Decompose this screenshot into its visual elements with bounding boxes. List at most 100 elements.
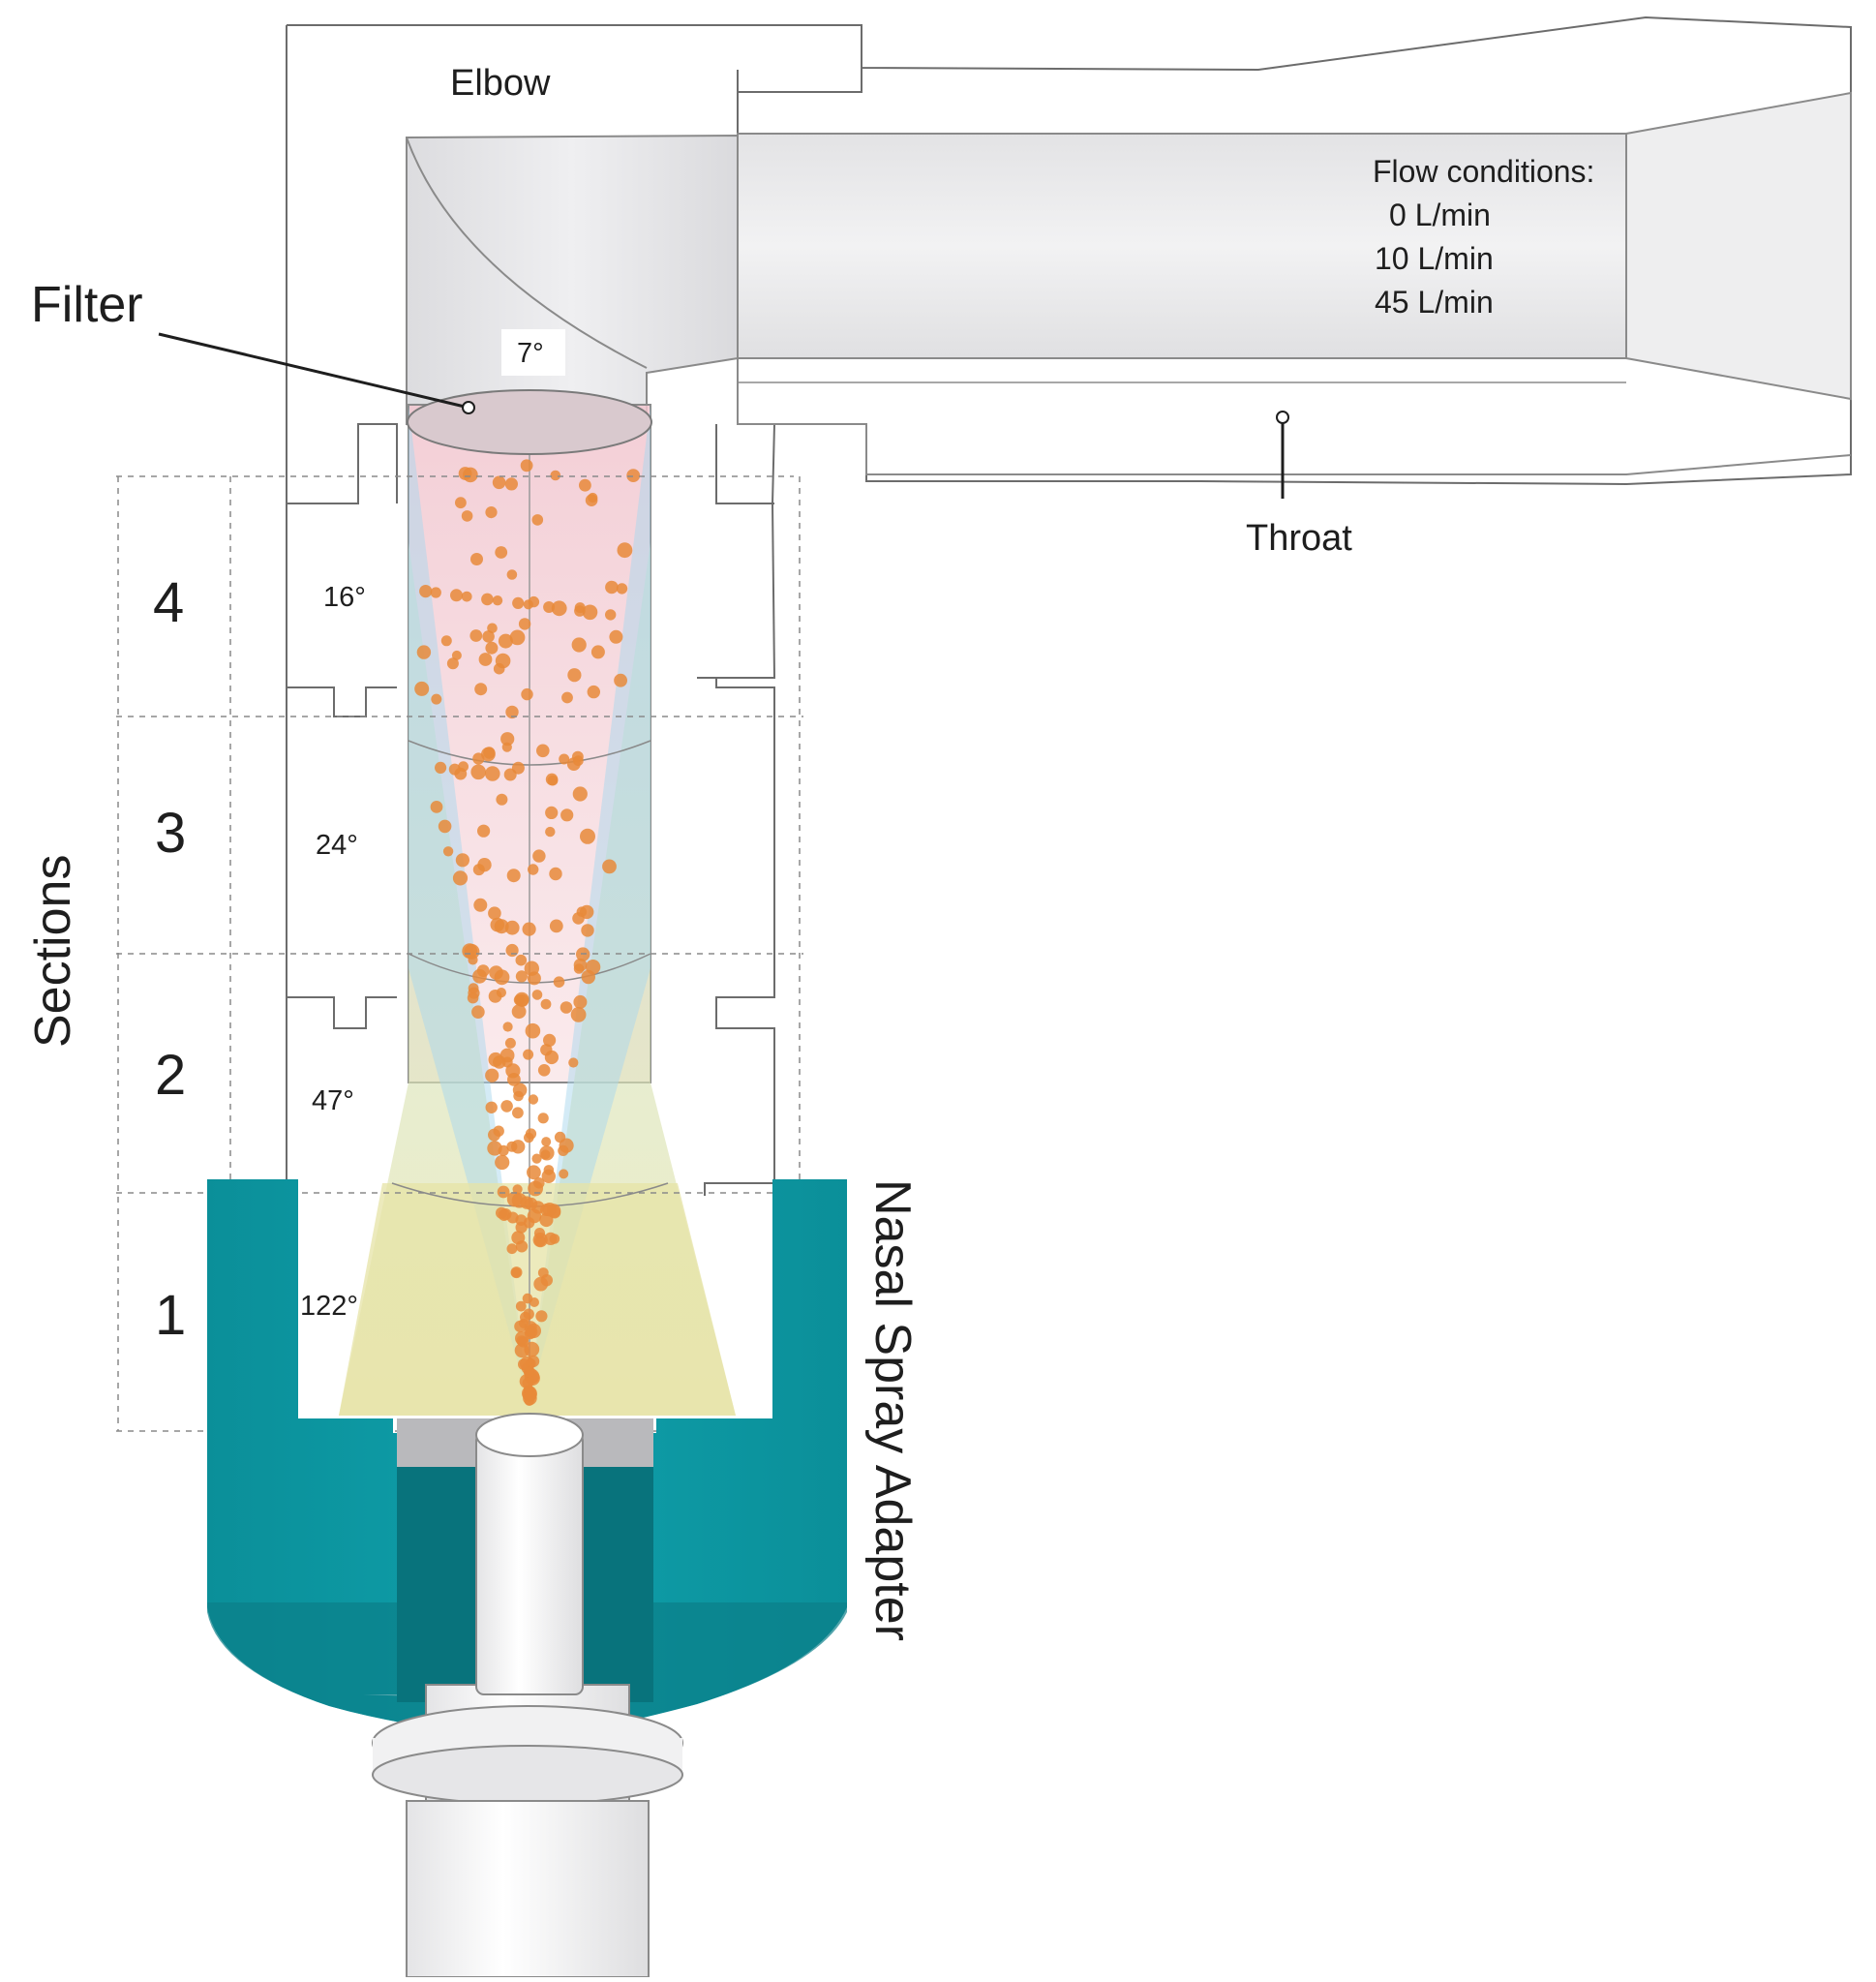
droplet bbox=[504, 477, 519, 491]
droplet bbox=[547, 775, 559, 786]
throat-leader-dot bbox=[1276, 411, 1289, 424]
droplet bbox=[505, 943, 519, 958]
droplet bbox=[541, 1169, 556, 1184]
droplet bbox=[450, 589, 463, 602]
droplet bbox=[495, 546, 508, 559]
droplet bbox=[511, 1231, 526, 1245]
droplet bbox=[544, 1050, 560, 1065]
droplet bbox=[532, 849, 546, 863]
droplet bbox=[500, 1100, 513, 1113]
filter-angle-box bbox=[501, 329, 565, 376]
droplet bbox=[539, 1145, 555, 1161]
droplet bbox=[605, 580, 619, 595]
droplet bbox=[520, 459, 533, 473]
droplet bbox=[430, 587, 441, 598]
section-1-number: 1 bbox=[155, 1284, 186, 1347]
section-3-angle: 24° bbox=[316, 830, 358, 861]
droplet bbox=[553, 976, 565, 988]
droplet bbox=[617, 542, 633, 559]
droplet bbox=[514, 1343, 530, 1358]
droplet bbox=[524, 1321, 537, 1334]
droplet bbox=[442, 846, 454, 857]
droplet bbox=[605, 609, 617, 621]
droplet bbox=[506, 1243, 518, 1255]
droplet bbox=[522, 1386, 537, 1401]
droplet bbox=[494, 919, 509, 934]
droplet bbox=[496, 793, 508, 806]
droplet bbox=[501, 1056, 513, 1068]
droplet bbox=[482, 630, 495, 643]
droplet bbox=[559, 753, 570, 765]
droplet bbox=[504, 920, 520, 935]
droplet bbox=[527, 971, 541, 986]
droplet bbox=[528, 1180, 543, 1197]
droplet bbox=[505, 705, 519, 719]
section-3-number: 3 bbox=[155, 802, 186, 865]
droplet bbox=[549, 1234, 560, 1244]
droplet bbox=[474, 683, 488, 696]
filter-angle-label: 7° bbox=[517, 338, 544, 369]
droplet bbox=[463, 467, 478, 483]
spray-column bbox=[339, 389, 736, 1416]
droplet bbox=[545, 826, 556, 838]
droplet bbox=[473, 898, 488, 912]
droplet bbox=[522, 1377, 533, 1388]
droplet bbox=[573, 994, 588, 1009]
droplet bbox=[531, 990, 543, 1000]
droplet bbox=[531, 1153, 542, 1164]
elbow-and-throat-tube bbox=[406, 91, 1852, 475]
droplet bbox=[518, 618, 531, 630]
droplet bbox=[523, 1366, 534, 1378]
droplet bbox=[504, 1037, 516, 1049]
droplet bbox=[550, 470, 561, 481]
droplet bbox=[495, 1154, 510, 1171]
adapter-body bbox=[207, 1179, 847, 1735]
droplet bbox=[581, 924, 594, 937]
droplet bbox=[540, 998, 552, 1010]
droplet bbox=[452, 870, 469, 886]
droplet bbox=[590, 645, 605, 659]
droplet bbox=[520, 1311, 531, 1324]
droplet bbox=[455, 497, 467, 509]
droplet bbox=[546, 1204, 561, 1218]
droplet bbox=[476, 964, 490, 977]
droplet bbox=[602, 859, 617, 874]
elbow-label: Elbow bbox=[450, 63, 551, 104]
droplet bbox=[478, 653, 493, 666]
droplet bbox=[574, 605, 586, 617]
droplet bbox=[492, 595, 503, 606]
droplet bbox=[511, 1004, 527, 1020]
droplet bbox=[510, 1266, 523, 1279]
droplet bbox=[462, 943, 478, 960]
droplet bbox=[499, 1208, 512, 1220]
droplet bbox=[493, 662, 505, 675]
droplet bbox=[483, 747, 496, 759]
flow-conditions-title: Flow conditions: bbox=[1373, 154, 1594, 189]
droplet bbox=[528, 1094, 539, 1105]
droplet bbox=[616, 583, 628, 595]
filter-label: Filter bbox=[31, 277, 143, 333]
droplet bbox=[487, 1141, 502, 1156]
droplet bbox=[587, 685, 600, 699]
droplet bbox=[488, 1052, 503, 1067]
droplet bbox=[461, 510, 473, 522]
droplet bbox=[454, 767, 468, 780]
droplet bbox=[485, 1068, 499, 1082]
droplet bbox=[518, 1358, 530, 1370]
section-1-angle: 122° bbox=[300, 1291, 358, 1322]
droplet bbox=[581, 969, 595, 985]
section-2-number: 2 bbox=[155, 1044, 186, 1107]
droplet bbox=[580, 828, 595, 844]
droplet bbox=[471, 1005, 485, 1019]
droplet bbox=[535, 1310, 548, 1323]
section-4-number: 4 bbox=[153, 571, 184, 634]
droplet bbox=[498, 633, 513, 649]
droplet bbox=[560, 808, 574, 822]
droplet bbox=[501, 742, 512, 752]
droplet bbox=[494, 969, 510, 986]
droplet bbox=[527, 1165, 541, 1180]
droplet bbox=[521, 687, 533, 701]
droplet bbox=[568, 1057, 579, 1068]
droplet bbox=[533, 1276, 549, 1292]
droplet bbox=[485, 641, 499, 655]
